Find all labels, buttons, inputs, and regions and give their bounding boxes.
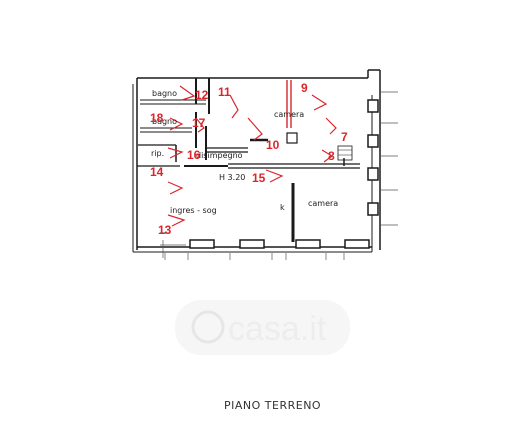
room-label-bagno: bagno [152, 89, 177, 98]
marker-18: 18 [150, 111, 164, 125]
watermark-text: casa.it [228, 310, 327, 348]
bottom-reference-lines [160, 240, 345, 260]
marker-13: 13 [158, 223, 172, 237]
marker-10: 10 [266, 138, 280, 152]
room-label-height: H 3.20 [219, 173, 245, 182]
marker-16: 16 [187, 148, 201, 162]
marker-11: 11 [218, 85, 231, 99]
room-label-rip: rip. [151, 149, 164, 158]
view-arrows [167, 85, 337, 227]
marker-9: 9 [301, 81, 308, 95]
marker-17: 17 [192, 116, 206, 130]
room-label-camera-1: camera [274, 110, 304, 119]
watermark: casa.it [175, 300, 350, 355]
room-label-disimpegno: disimpegno [196, 151, 243, 160]
room-label-kitchen: k [280, 203, 285, 212]
vent-pipe [286, 80, 292, 128]
marker-14: 14 [150, 165, 164, 179]
room-label-bagno-2: bagno [152, 117, 177, 126]
marker-12: 12 [195, 88, 209, 102]
room-labels: bagno bagno camera camera rip. disimpegn… [151, 89, 338, 215]
photo-markers: 7 8 9 10 11 12 13 14 15 16 17 18 [150, 81, 348, 237]
room-label-camera-2: camera [308, 199, 338, 208]
room-label-ingresso: ingres - sog [170, 206, 217, 215]
floor-caption: PIANO TERRENO [224, 399, 321, 412]
marker-8: 8 [328, 149, 335, 163]
marker-15: 15 [252, 171, 266, 185]
marker-7: 7 [341, 130, 348, 144]
bottom-windows [189, 239, 370, 249]
right-reference-lines [381, 91, 398, 226]
right-windows [367, 99, 379, 216]
